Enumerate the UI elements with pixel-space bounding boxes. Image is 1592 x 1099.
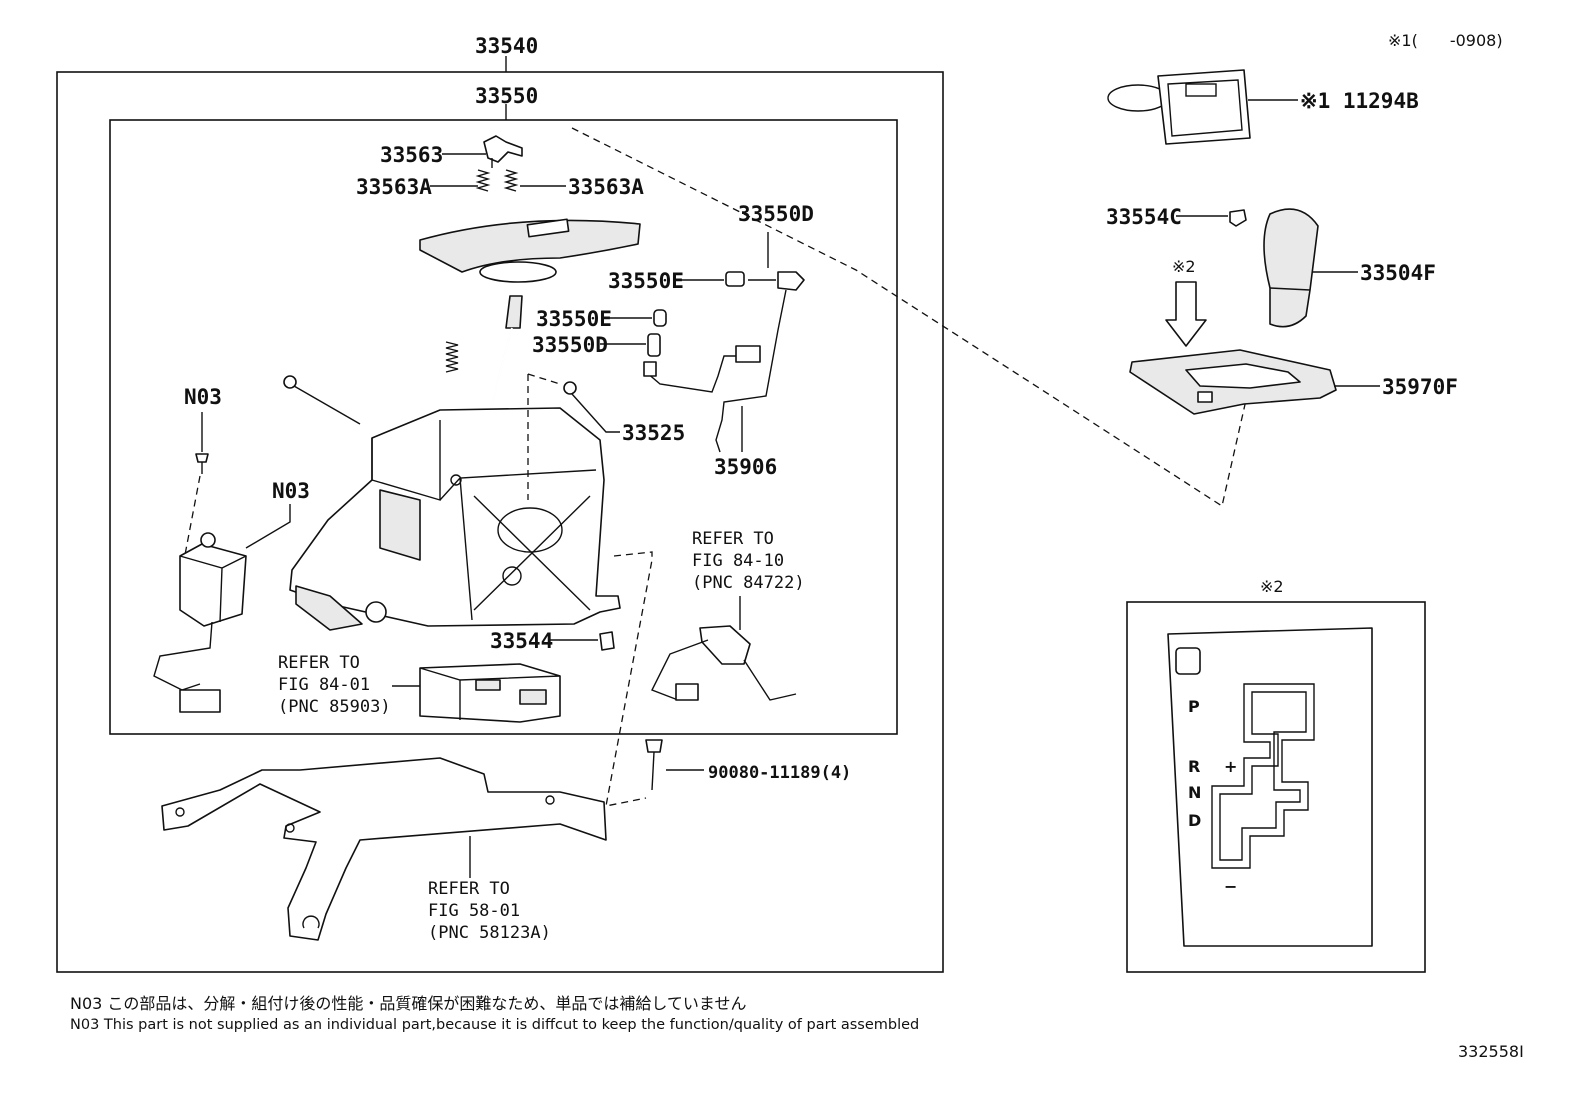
part-33504F-shift-knob[interactable] xyxy=(1263,208,1319,328)
callout-33554C[interactable]: 33554C xyxy=(1106,205,1182,229)
ref-84-01-line3: (PNC 85903) xyxy=(278,697,391,717)
ref-84-01-line1: REFER TO xyxy=(278,653,360,673)
callout-33563A-right[interactable]: 33563A xyxy=(568,175,644,199)
mark-2-arrow: ※2 xyxy=(1172,257,1196,276)
part-lever-spring xyxy=(445,341,459,373)
gate-inset-frame xyxy=(1126,601,1426,973)
callout-33550D-top[interactable]: 33550D xyxy=(738,202,814,226)
callout-33550E-mid[interactable]: 33550E xyxy=(536,307,612,331)
part-bolt-90080-11189[interactable] xyxy=(645,739,663,791)
part-shift-cover-plate xyxy=(419,218,641,283)
gate-plus-sign: + xyxy=(1224,757,1237,776)
part-shift-switch-harness[interactable] xyxy=(651,625,797,701)
part-33550E-bulb-mid[interactable] xyxy=(653,309,667,327)
part-33563A-springs[interactable] xyxy=(475,169,519,192)
ref-58-01-line2: FIG 58-01 xyxy=(428,901,520,921)
ref-84-10-line1: REFER TO xyxy=(692,529,774,549)
assembly-frame-inner xyxy=(109,119,898,735)
part-35970F-indicator-plate[interactable] xyxy=(1129,349,1337,415)
figure-number: 332558I xyxy=(1458,1042,1524,1061)
callout-33550[interactable]: 33550 xyxy=(475,84,538,108)
gate-label-p: P xyxy=(1188,697,1200,716)
callout-n03-top[interactable]: N03 xyxy=(184,385,222,409)
callout-33504F[interactable]: 33504F xyxy=(1360,261,1436,285)
down-arrow-icon xyxy=(1165,281,1207,347)
callout-n03-mid[interactable]: N03 xyxy=(272,479,310,503)
gate-inset-plate xyxy=(1167,627,1373,947)
part-shift-lever-bracket xyxy=(161,757,607,941)
part-n03-screw[interactable] xyxy=(195,453,209,474)
shift-gate-path xyxy=(1211,683,1315,869)
ref-84-01-line2: FIG 84-01 xyxy=(278,675,370,695)
top-right-note: ※1( -0908) xyxy=(1388,31,1503,50)
ref-58-01-line3: (PNC 58123A) xyxy=(428,923,551,943)
ref-58-01-line1: REFER TO xyxy=(428,879,510,899)
part-35906-wire-harness[interactable] xyxy=(643,345,761,393)
part-n03-shift-lock-unit[interactable] xyxy=(153,532,247,713)
ref-84-10-line2: FIG 84-10 xyxy=(692,551,784,571)
part-33550D-socket-top[interactable] xyxy=(715,271,805,453)
mark-2-inset: ※2 xyxy=(1260,577,1284,596)
gate-minus-sign: − xyxy=(1224,877,1237,896)
callout-33563[interactable]: 33563 xyxy=(380,143,443,167)
callout-35906[interactable]: 35906 xyxy=(714,455,777,479)
part-11294B-label-tag[interactable] xyxy=(1107,69,1251,145)
assembly-frame-outer xyxy=(56,71,944,973)
callout-33563A-left[interactable]: 33563A xyxy=(356,175,432,199)
gate-label-n: N xyxy=(1188,783,1201,802)
note-n03-japanese: N03 この部品は、分解・組付け後の性能・品質確保が困難なため、単品では補給して… xyxy=(70,994,747,1013)
gate-label-r: R xyxy=(1188,757,1200,776)
part-33525-clip[interactable] xyxy=(563,381,577,395)
callout-33544[interactable]: 33544 xyxy=(490,629,553,653)
part-33550E-bulb-top[interactable] xyxy=(725,271,745,287)
part-33563-lock-pin[interactable] xyxy=(483,135,523,168)
callout-bolt-90080[interactable]: 90080-11189(4) xyxy=(708,763,851,783)
callout-33540[interactable]: 33540 xyxy=(475,34,538,58)
callout-33550E-top[interactable]: 33550E xyxy=(608,269,684,293)
callout-11294B[interactable]: ※1 11294B xyxy=(1300,89,1419,113)
part-33550D-socket-mid[interactable] xyxy=(647,333,661,357)
lock-release-button-icon xyxy=(1175,647,1201,675)
part-33544-clip[interactable] xyxy=(599,631,615,651)
callout-33525[interactable]: 33525 xyxy=(622,421,685,445)
ref-84-10-line3: (PNC 84722) xyxy=(692,573,805,593)
part-shift-ecu[interactable] xyxy=(419,663,561,723)
note-n03-english: N03 This part is not supplied as an indi… xyxy=(70,1017,920,1033)
gate-label-d: D xyxy=(1188,811,1201,830)
part-long-bolt xyxy=(283,375,361,425)
callout-33550D-mid[interactable]: 33550D xyxy=(532,333,608,357)
part-33554C-clip[interactable] xyxy=(1229,209,1247,227)
part-shift-lever-housing[interactable] xyxy=(289,407,621,631)
callout-35970F[interactable]: 35970F xyxy=(1382,375,1458,399)
